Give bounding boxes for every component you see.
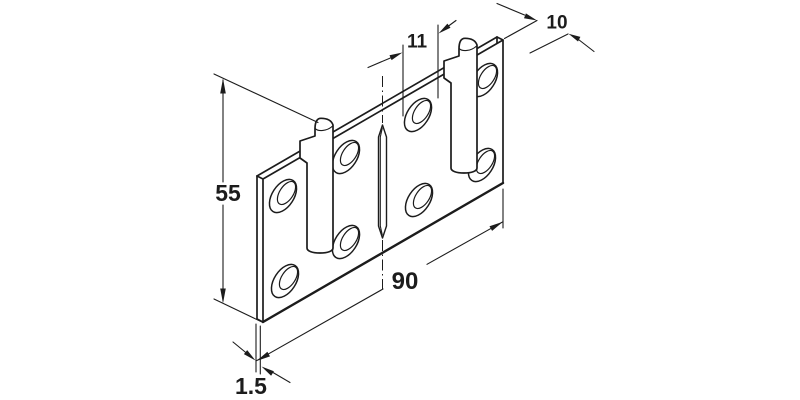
arrowhead-inward-upper: [524, 13, 537, 21]
hole: [270, 263, 300, 299]
arrowhead-left: [256, 351, 270, 361]
hole: [331, 224, 361, 260]
hole: [331, 139, 361, 175]
hook-right: [443, 37, 478, 174]
extension-line: [529, 33, 569, 54]
arrowhead-down: [220, 288, 226, 304]
leader-line: [496, 2, 526, 16]
dim-label-width: 90: [392, 268, 419, 295]
dimension-height: 55: [213, 73, 319, 324]
hole: [404, 182, 434, 218]
hole-countersink: [339, 226, 360, 252]
hole: [403, 97, 433, 133]
extension-line: [213, 298, 264, 324]
leader-line: [272, 371, 291, 384]
hole-countersink: [411, 99, 432, 125]
arrowhead-inward-left: [243, 350, 256, 361]
plate-corner-top-right: [496, 36, 504, 41]
hook-right-tip-line: [458, 45, 477, 52]
slot-countersink-line: [379, 127, 383, 236]
hook-left-tip-line: [314, 125, 333, 132]
hole-countersink: [278, 265, 299, 291]
hole-countersink: [412, 184, 433, 210]
dimension-hook-offset: 11: [367, 19, 457, 117]
leader-line: [232, 341, 248, 355]
hole: [268, 178, 298, 214]
leader-line: [577, 38, 595, 53]
center-slot: [377, 76, 388, 289]
dim-label-hook-offset: 11: [407, 32, 428, 53]
plate-bottom-edge: [261, 181, 505, 324]
arrowhead-up: [220, 78, 226, 94]
hooks: [299, 37, 478, 254]
dim-label-thickness: 1.5: [235, 373, 267, 399]
dimension-line: [255, 288, 384, 362]
extension-line: [503, 19, 538, 40]
leader-line: [367, 57, 392, 69]
hook-left: [299, 117, 334, 254]
arrowhead-inward-right: [261, 366, 274, 376]
extension-line: [213, 73, 319, 124]
hole-countersink: [475, 149, 496, 175]
dimension-line: [426, 221, 504, 265]
hole-countersink: [477, 64, 498, 90]
hole-countersink: [339, 141, 360, 167]
dimension-thickness: 1.5: [232, 323, 291, 399]
arrowhead-inward-right: [438, 23, 451, 34]
dimension-width: 90: [255, 188, 504, 362]
dim-label-hook-depth: 10: [546, 13, 567, 34]
arrowhead-right: [489, 221, 503, 231]
leader-line: [447, 19, 457, 27]
slot-outline: [377, 124, 388, 239]
dimension-hook-depth: 10: [496, 2, 595, 54]
hole-countersink: [276, 180, 297, 206]
plate-corner-top-left: [256, 175, 264, 180]
arrowhead-inward-lower: [568, 33, 581, 42]
dim-label-height: 55: [215, 180, 241, 206]
arrowhead-inward-left: [389, 52, 403, 61]
